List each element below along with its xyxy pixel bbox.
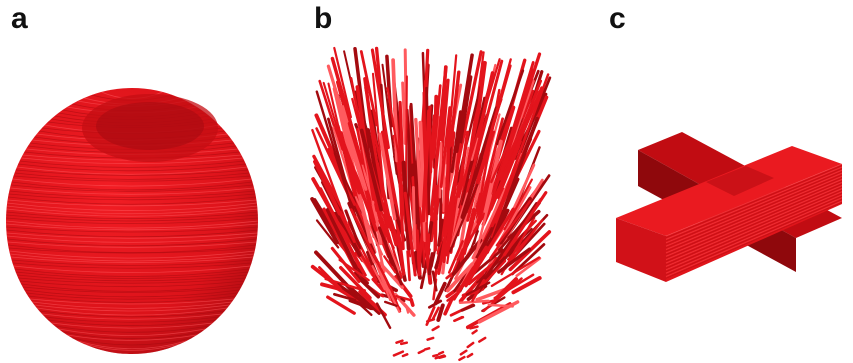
- panel-a: a: [0, 0, 280, 363]
- fiber-brush-figure: [300, 0, 570, 363]
- panel-b: b: [300, 0, 570, 363]
- fiber-cross-figure: [596, 0, 853, 363]
- fiber-sphere-figure: [0, 0, 280, 363]
- panel-c: c: [596, 0, 853, 363]
- brush-fiber-lines: [312, 48, 550, 360]
- sphere-inner-opening: [96, 102, 204, 150]
